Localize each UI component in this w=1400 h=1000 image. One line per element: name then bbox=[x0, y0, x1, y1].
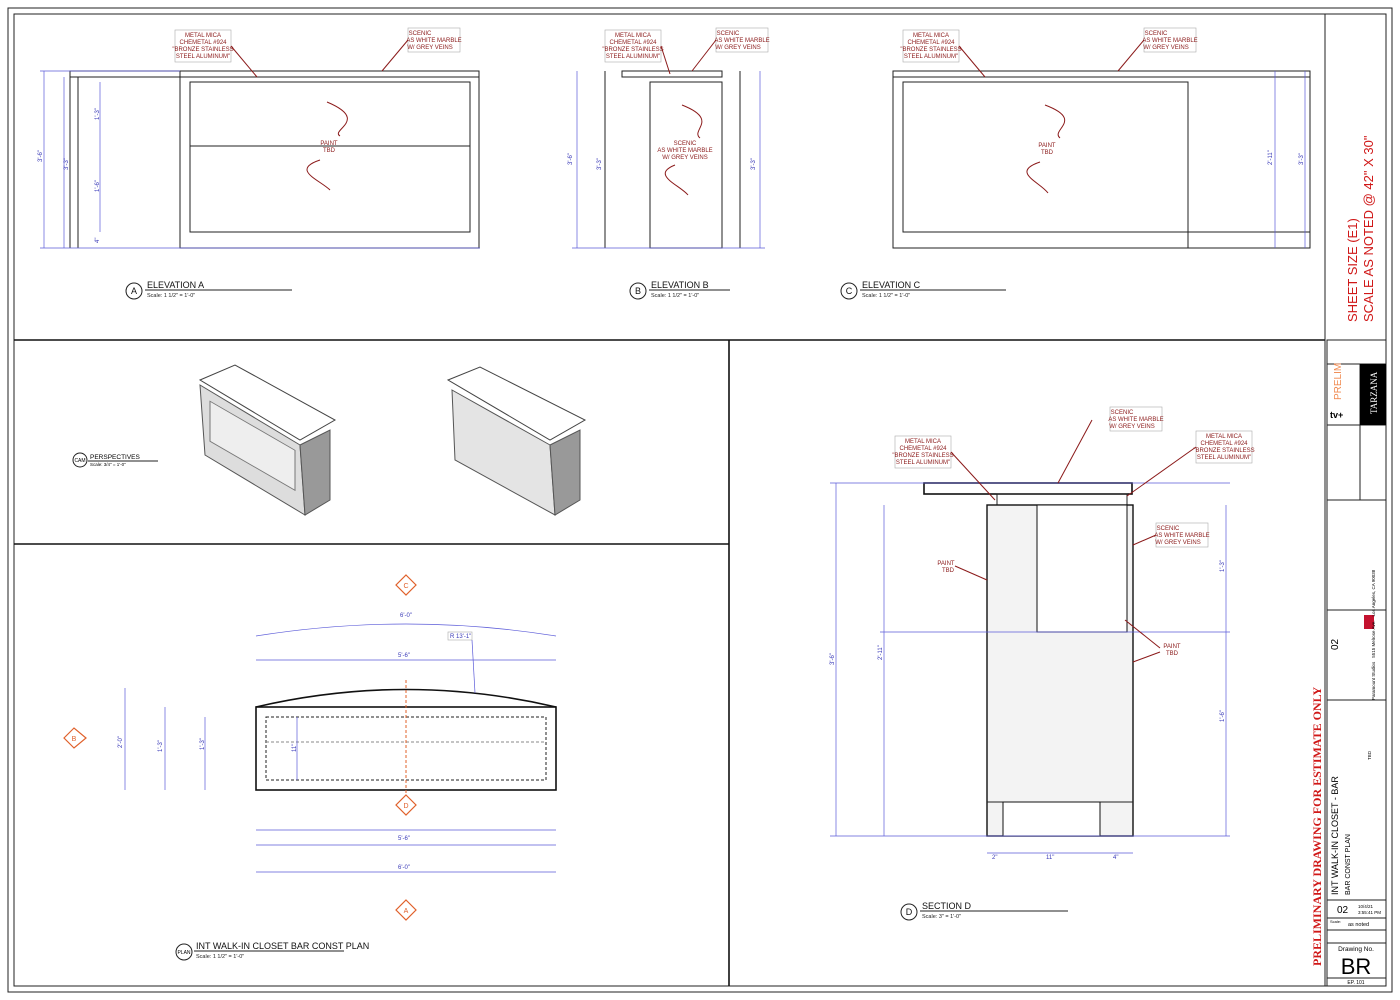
dim-label: 1'-3" bbox=[1220, 560, 1226, 572]
view-scale: Scale: 1 1/2" = 1'-0" bbox=[147, 293, 195, 299]
sheet-set-number: 02 bbox=[1337, 905, 1349, 916]
prelim-stamp: PRELIM bbox=[1333, 363, 1344, 400]
dim-label: 3'-3" bbox=[64, 158, 70, 170]
title-block: TARZANA PRELIM tv+ 02 Paramount Studios5… bbox=[1326, 339, 1387, 987]
dim-label: 2'-11" bbox=[1268, 150, 1274, 165]
view-tag: CAM bbox=[74, 458, 85, 464]
drawing-number-label: Drawing No. bbox=[1338, 946, 1374, 953]
dim-label: R 13'-1" bbox=[450, 634, 471, 640]
sheet-size-note: SHEET SIZE (E1) bbox=[1345, 218, 1360, 322]
svg-text:B: B bbox=[72, 736, 77, 743]
dim-label: 6'-0" bbox=[400, 613, 412, 619]
show-logo-block bbox=[1360, 364, 1386, 425]
plan-view: 6'-0" 5'-6" 5'-6" 6'-0" R 13'-1" 2'-0" 1… bbox=[63, 574, 557, 961]
dim-label: 3'-6" bbox=[38, 150, 44, 162]
section-marker-d: D bbox=[395, 794, 417, 816]
sheet-number: EP. 101 bbox=[1347, 980, 1364, 986]
view-scale: Scale: 3/4" = 1'-0" bbox=[90, 462, 126, 467]
plot-date: 10/4/21 bbox=[1358, 904, 1374, 909]
svg-text:D: D bbox=[403, 803, 408, 810]
dim-label: 3'-3" bbox=[751, 158, 757, 170]
dim-label: 6'-0" bbox=[398, 865, 410, 871]
section-marker-a: A bbox=[395, 899, 417, 921]
plot-time: 3:55:41 PM bbox=[1358, 910, 1381, 915]
view-scale: Scale: 1 1/2" = 1'-0" bbox=[651, 293, 699, 299]
view-tag: A bbox=[131, 286, 137, 296]
dim-label: 5'-6" bbox=[398, 653, 410, 659]
view-scale: Scale: 3" = 1'-0" bbox=[922, 914, 961, 920]
section-marker-b: B bbox=[63, 727, 87, 749]
view-tag: B bbox=[635, 286, 641, 296]
dim-label: 2'-11" bbox=[878, 645, 884, 660]
dim-label: 1'-6" bbox=[1220, 710, 1226, 722]
section-marker-c: C bbox=[395, 574, 417, 596]
revision-logo bbox=[1364, 615, 1374, 629]
view-tag: D bbox=[906, 907, 913, 917]
scale-label: Scale: bbox=[1330, 919, 1341, 924]
svg-text:A: A bbox=[404, 908, 409, 915]
dim-label: 3'-6" bbox=[830, 653, 836, 665]
svg-text:C: C bbox=[403, 583, 408, 590]
drawing-title: INT WALK-IN CLOSET - BAR bbox=[1330, 776, 1340, 895]
dim-label: 1'-3" bbox=[158, 740, 164, 752]
location: TBD bbox=[1367, 750, 1372, 760]
brand-logo: tv+ bbox=[1330, 410, 1343, 420]
drawing-number: BR bbox=[1341, 954, 1372, 979]
view-tag: PLAN bbox=[177, 950, 190, 956]
dim-label: 2" bbox=[992, 855, 997, 861]
view-title: ELEVATION B bbox=[651, 280, 709, 290]
perspectives: CAM PERSPECTIVES Scale: 3/4" = 1'-0" bbox=[72, 364, 587, 516]
dim-label: 3'-6" bbox=[568, 153, 574, 165]
dim-label: 11" bbox=[292, 744, 298, 752]
dim-label: 1'-6" bbox=[95, 180, 101, 192]
view-title: INT WALK-IN CLOSET BAR CONST PLAN bbox=[196, 941, 369, 951]
view-title: PERSPECTIVES bbox=[90, 454, 141, 461]
preliminary-banner: PRELIMINARY DRAWING FOR ESTIMATE ONLY bbox=[1310, 687, 1324, 966]
view-scale: Scale: 1 1/2" = 1'-0" bbox=[196, 954, 244, 960]
dim-label: 3'-3" bbox=[1299, 153, 1305, 165]
view-title: SECTION D bbox=[922, 901, 972, 911]
view-scale: Scale: 1 1/2" = 1'-0" bbox=[862, 293, 910, 299]
view-title: ELEVATION A bbox=[147, 280, 204, 290]
dim-label: 2'-0" bbox=[118, 736, 124, 748]
dim-label: 11" bbox=[1046, 855, 1054, 861]
studio-address: Paramount Studios5515 Melrose Ave.Los An… bbox=[1371, 569, 1376, 700]
scale-note: SCALE AS NOTED @ 42" X 30" bbox=[1361, 135, 1376, 322]
scale-value: as noted bbox=[1348, 922, 1369, 928]
drawing-subtitle: BAR CONST PLAN bbox=[1345, 834, 1352, 895]
outer-border bbox=[7, 7, 1393, 993]
dim-label: 4" bbox=[95, 238, 101, 243]
show-name: TARZANA bbox=[1369, 371, 1379, 414]
view-tag: C bbox=[846, 286, 853, 296]
view-title: ELEVATION C bbox=[862, 280, 921, 290]
dim-label: 1'-3" bbox=[200, 738, 206, 750]
section-d: 3'-6" 2'-11" 1'-3" 1'-6" 11" 4" 2" SCENI… bbox=[830, 406, 1255, 921]
dim-label: 1'-3" bbox=[95, 108, 101, 120]
set-number: 02 bbox=[1330, 638, 1341, 650]
dim-label: 4" bbox=[1113, 855, 1118, 861]
dim-label: 5'-6" bbox=[398, 836, 410, 842]
dim-label: 3'-3" bbox=[597, 158, 603, 170]
